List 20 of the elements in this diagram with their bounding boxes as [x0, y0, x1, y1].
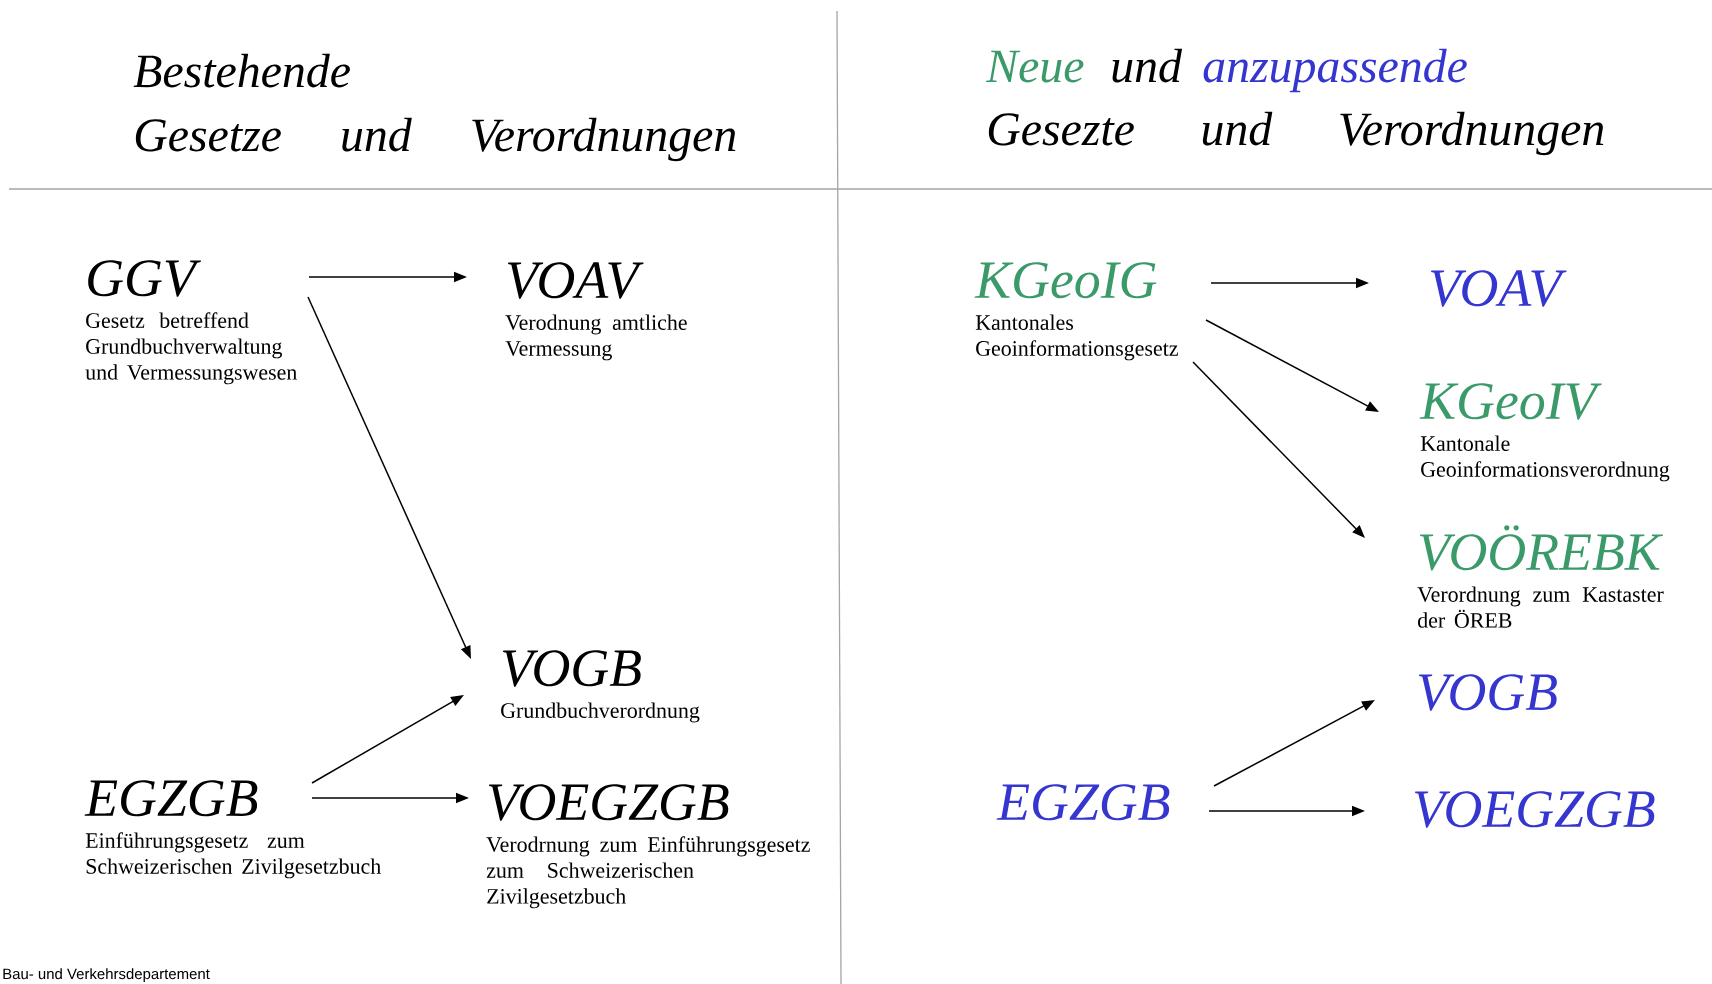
heading-text: Bestehende [133, 53, 350, 88]
law-entry: KGeoIG Kantonales Geoinformationsgesetz [974, 262, 1178, 361]
heading-text: Gesetze und Verordnungen [135, 117, 736, 162]
law-entry: VOAV Verodnung amtliche Vermessung [505, 262, 687, 361]
law-entry: EGZGB [996, 784, 1170, 821]
heading-text: anzupassende [1203, 48, 1467, 93]
footer-text: Bau- und Verkehrsdepartement [3, 968, 210, 983]
arrow [1192, 361, 1365, 538]
law-entry: VOEGZGB [1415, 791, 1655, 828]
law-entry: VOEGZGB Verodrnung zum Einführungsgesetz zum Schweizerischen Zivilgesetzbuch [486, 784, 810, 909]
law-entry: GGV Gesetz betreffend Grundbuchverwaltung und Vermessungswesen [85, 260, 297, 385]
law-entry: KGeoIV Kantonale Geoinformationsverordnung [1419, 383, 1670, 482]
heading-text: Neue [985, 50, 1084, 83]
heading-text: Gesezte und Verordnungen [988, 111, 1604, 156]
heading-text: und [1112, 48, 1183, 83]
law-entry: VOÖREBK Verordnung zum Kastaster der ÖREB [1417, 525, 1664, 628]
law-entry: VOGB [1419, 674, 1557, 711]
law-entry: VOAV [1431, 270, 1567, 307]
law-entry: VOGB Grundbuchverordnung [501, 650, 700, 723]
law-entry: EGZGB Einführungsgesetz zum Schweizerischen Zivilgesetzbuch [84, 780, 381, 879]
